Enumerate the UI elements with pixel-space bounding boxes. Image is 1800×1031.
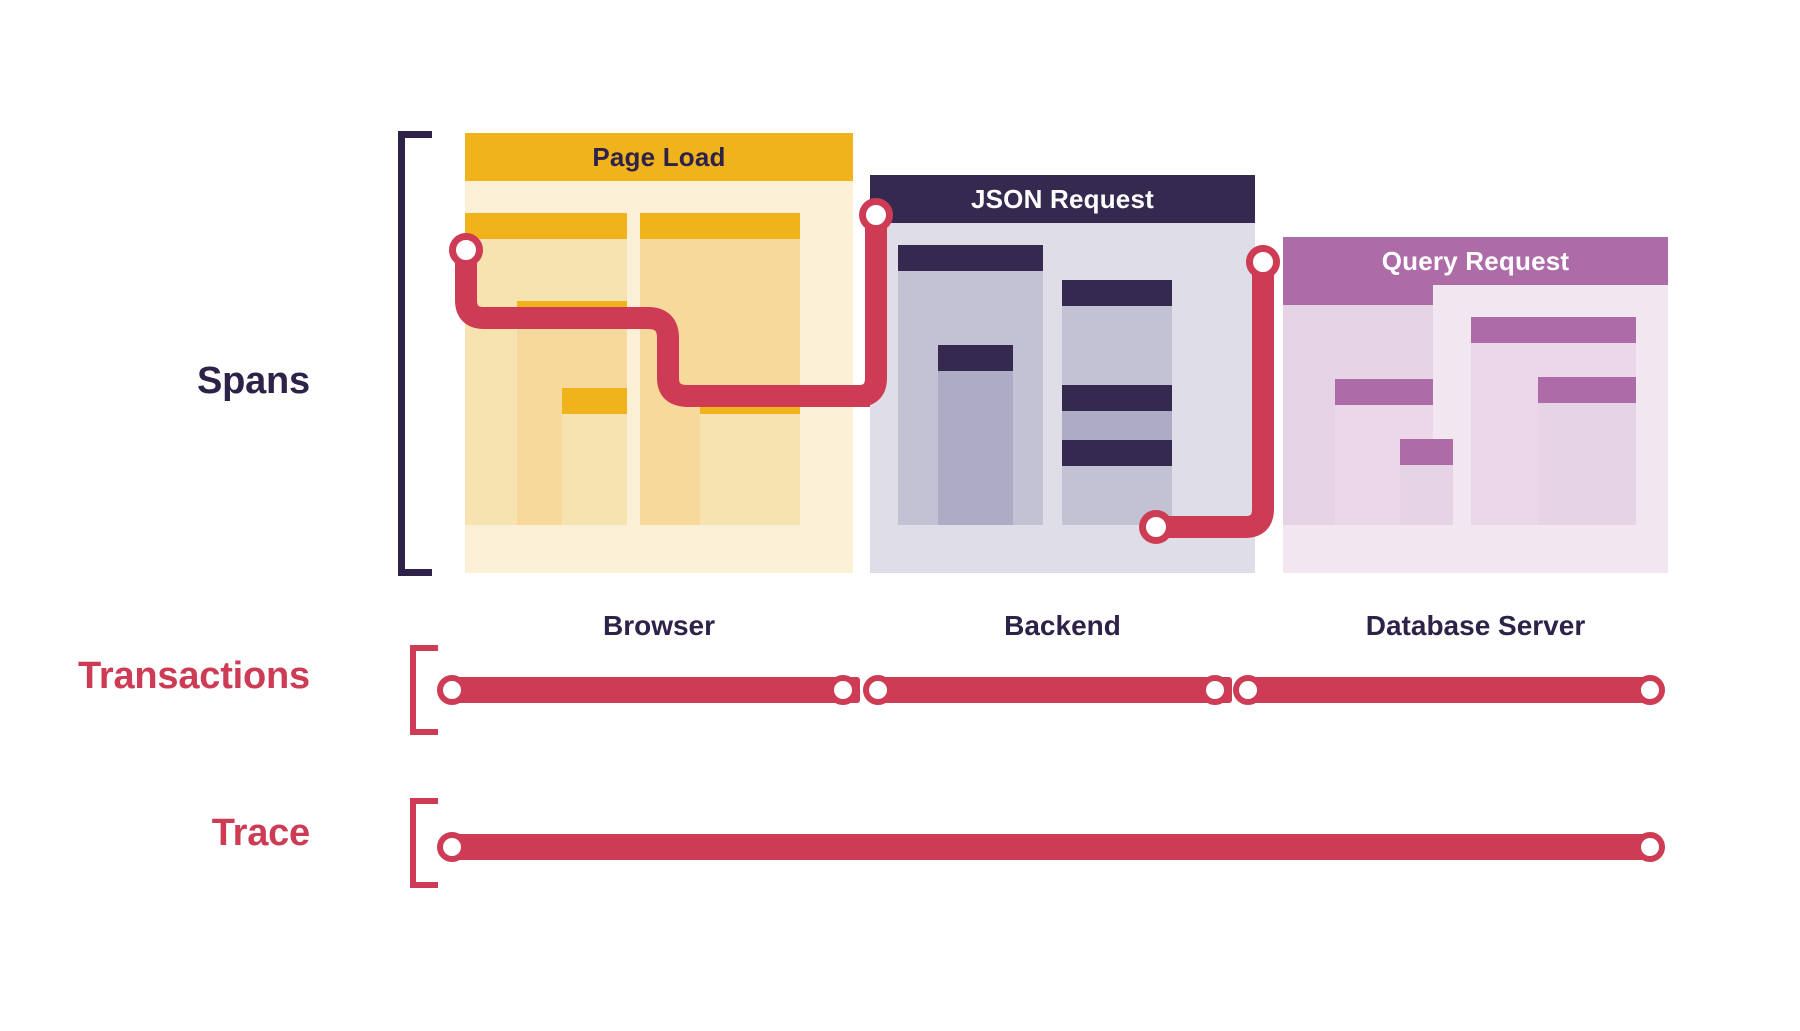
service-caption-backend: Backend	[1004, 610, 1121, 641]
timeline-trace	[0, 827, 1800, 867]
bracket-transactions	[410, 645, 438, 735]
timeline-transactions	[0, 670, 1800, 710]
connector-backend-up-stub	[857, 215, 887, 407]
span-bar-cap	[465, 213, 627, 239]
transactions-segment-database-transaction[interactable]	[1248, 677, 1650, 703]
transactions-dot-5[interactable]	[1233, 675, 1263, 705]
span-bar-cap	[1400, 439, 1453, 465]
span-bar-database-5[interactable]	[1538, 377, 1636, 525]
span-bar-database-3[interactable]	[1400, 439, 1453, 525]
transactions-dot-3[interactable]	[863, 675, 893, 705]
transactions-dot-2[interactable]	[828, 675, 858, 705]
bracket-spans	[398, 131, 432, 576]
connector-backend-to-database	[1155, 262, 1274, 538]
span-bar-cap	[1062, 385, 1172, 411]
span-bar-cap	[1062, 440, 1172, 466]
span-bar-cap	[1335, 379, 1433, 405]
trace-dot-1[interactable]	[437, 832, 467, 862]
transactions-dot-4[interactable]	[1200, 675, 1230, 705]
trace-dot-2[interactable]	[1635, 832, 1665, 862]
transactions-dot-6[interactable]	[1635, 675, 1665, 705]
service-header-database: Query Request	[1283, 237, 1668, 285]
span-bar-cap	[562, 388, 627, 414]
connector-dot-backend-leaf[interactable]	[1139, 510, 1173, 544]
span-bar-cap	[640, 213, 800, 239]
span-bar-cap	[938, 345, 1013, 371]
service-header-browser: Page Load	[465, 133, 853, 181]
service-panel-database[interactable]: Query Request	[1283, 237, 1668, 573]
service-body-backend	[870, 223, 1255, 573]
span-bar-cap	[1538, 377, 1636, 403]
service-panel-backend[interactable]: JSON Request	[870, 175, 1255, 573]
connector-dot-backend-header[interactable]	[859, 198, 893, 232]
connector-browser-to-backend	[455, 250, 870, 407]
service-body-database	[1283, 279, 1668, 573]
transactions-segment-browser-transaction[interactable]	[452, 677, 860, 703]
span-bar-browser-3[interactable]	[562, 388, 627, 525]
span-bar-cap	[1471, 317, 1636, 343]
bracket-trace	[410, 798, 438, 888]
span-bar-cap	[898, 245, 1043, 271]
connector-dot-browser-start[interactable]	[449, 233, 483, 267]
service-caption-database: Database Server	[1365, 610, 1586, 641]
row-label-spans: Spans	[196, 360, 310, 402]
span-bar-cap	[1062, 280, 1172, 306]
transactions-dot-1[interactable]	[437, 675, 467, 705]
trace-segment-full-trace[interactable]	[452, 834, 1650, 860]
transactions-segment-backend-transaction[interactable]	[878, 677, 1232, 703]
row-label-transactions: Transactions	[77, 655, 310, 697]
connector-dot-database-header[interactable]	[1246, 245, 1280, 279]
span-bar-backend-2[interactable]	[938, 345, 1013, 525]
row-label-trace: Trace	[211, 812, 311, 854]
service-caption-browser: Browser	[602, 610, 716, 641]
service-header-backend: JSON Request	[870, 175, 1255, 223]
